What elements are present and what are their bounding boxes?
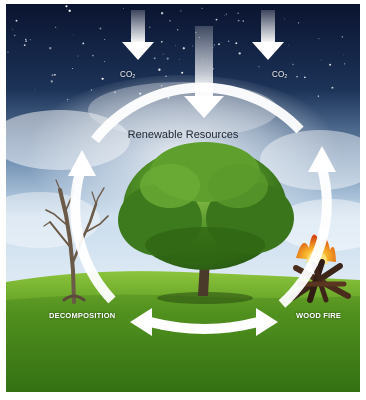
star bbox=[66, 9, 68, 10]
star bbox=[12, 28, 14, 30]
star bbox=[284, 18, 286, 20]
star bbox=[161, 41, 163, 43]
star bbox=[225, 13, 228, 15]
star bbox=[149, 26, 151, 28]
star bbox=[23, 44, 26, 47]
cycle-arrow-icon bbox=[130, 308, 152, 336]
star bbox=[153, 57, 156, 60]
star bbox=[318, 38, 320, 40]
star bbox=[224, 15, 226, 16]
star bbox=[68, 9, 71, 12]
star bbox=[174, 45, 176, 46]
down-arrow-icon bbox=[122, 10, 154, 60]
star bbox=[104, 38, 106, 41]
star bbox=[296, 75, 298, 78]
star bbox=[192, 45, 194, 47]
star bbox=[344, 63, 346, 65]
star bbox=[123, 8, 125, 9]
star bbox=[235, 42, 238, 45]
star bbox=[341, 36, 343, 38]
star bbox=[215, 18, 218, 21]
star bbox=[77, 55, 79, 57]
star bbox=[182, 47, 185, 50]
star bbox=[13, 34, 16, 37]
star bbox=[25, 40, 27, 42]
star bbox=[213, 44, 215, 46]
star bbox=[50, 80, 53, 83]
tree-icon bbox=[118, 142, 294, 304]
star bbox=[331, 86, 334, 89]
star bbox=[237, 19, 240, 22]
cycle-arrows bbox=[70, 82, 332, 334]
star bbox=[180, 10, 182, 12]
cycle-arrow-icon bbox=[148, 317, 260, 334]
star bbox=[65, 5, 68, 8]
star bbox=[166, 57, 169, 60]
star bbox=[179, 58, 181, 60]
star bbox=[169, 20, 171, 22]
star bbox=[101, 77, 104, 80]
star bbox=[317, 95, 320, 97]
star bbox=[29, 39, 31, 41]
cycle-arrow-icon bbox=[256, 308, 278, 336]
star bbox=[99, 27, 102, 30]
star bbox=[288, 44, 290, 46]
star bbox=[158, 68, 161, 71]
star bbox=[228, 40, 230, 42]
star bbox=[320, 59, 322, 61]
star bbox=[82, 42, 85, 45]
star bbox=[181, 71, 184, 74]
cycle-arrowheads bbox=[68, 146, 336, 336]
star bbox=[34, 89, 36, 91]
star bbox=[218, 43, 220, 46]
star bbox=[258, 66, 260, 68]
star bbox=[51, 74, 54, 77]
star bbox=[329, 63, 332, 66]
star bbox=[304, 76, 306, 79]
cycle-arrow-icon bbox=[308, 146, 336, 172]
down-arrow-icon bbox=[252, 10, 284, 60]
star bbox=[297, 22, 300, 24]
down-arrow-icon bbox=[184, 26, 224, 118]
star bbox=[49, 47, 52, 50]
star bbox=[25, 38, 27, 41]
star bbox=[160, 12, 164, 15]
star bbox=[343, 54, 345, 56]
star bbox=[201, 7, 203, 9]
cycle-arrow-icon bbox=[278, 166, 332, 308]
co2-arrows bbox=[122, 10, 284, 118]
star bbox=[177, 29, 179, 31]
star bbox=[15, 19, 18, 22]
star bbox=[237, 12, 239, 15]
star bbox=[7, 51, 9, 54]
star bbox=[92, 54, 94, 57]
star bbox=[72, 34, 74, 36]
cycle-arrow-icon bbox=[68, 150, 96, 176]
star bbox=[162, 53, 164, 55]
star bbox=[242, 20, 244, 22]
star bbox=[238, 52, 241, 55]
star bbox=[292, 63, 294, 66]
cycle-arrow-icon bbox=[70, 170, 116, 304]
star bbox=[221, 42, 222, 43]
star bbox=[54, 26, 57, 29]
star bbox=[71, 67, 73, 70]
star bbox=[54, 73, 56, 76]
cycle-arrow-icon bbox=[91, 82, 304, 144]
star bbox=[104, 61, 106, 63]
stars bbox=[7, 5, 346, 101]
